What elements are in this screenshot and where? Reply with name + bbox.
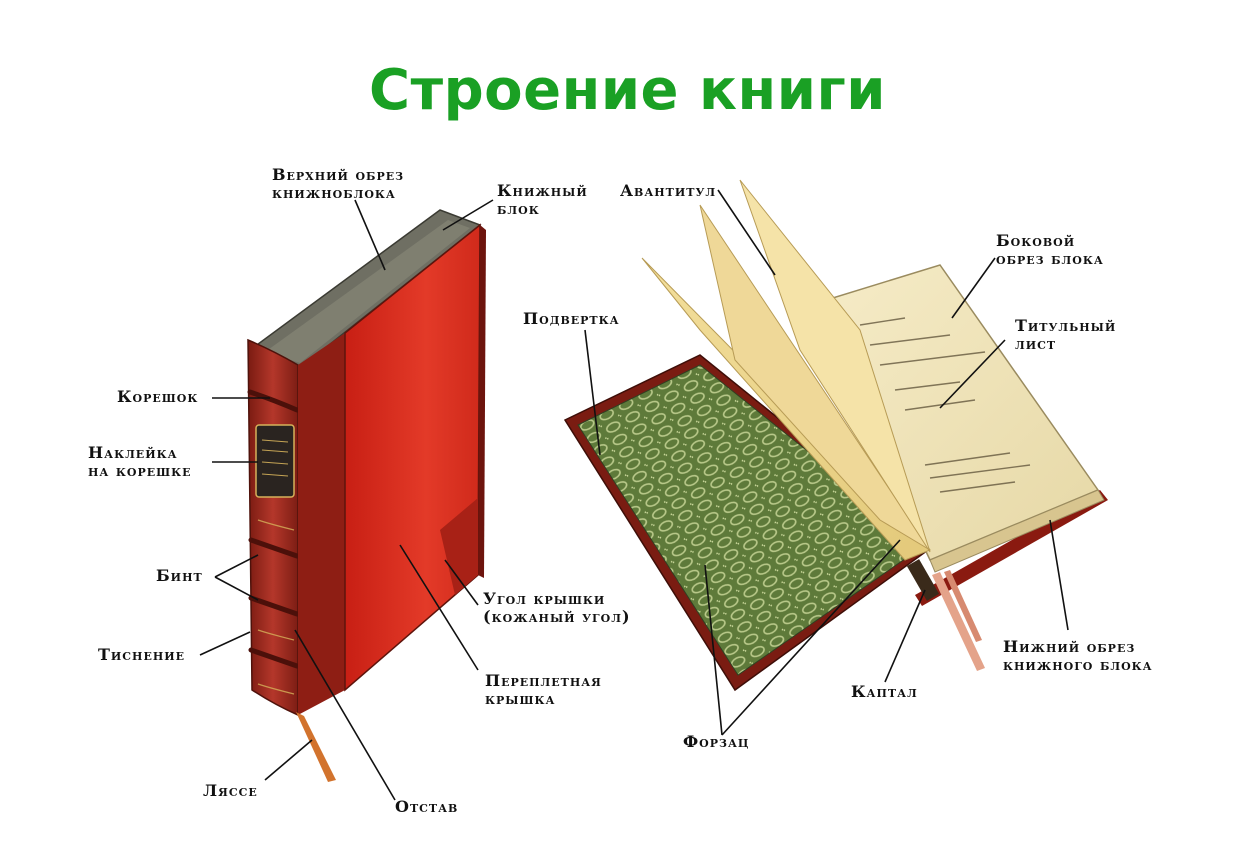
hinge-shape: [298, 333, 345, 715]
label-endpaper: Форзац: [683, 732, 750, 751]
label-turn-in: Подвертка: [523, 309, 620, 328]
right-ribbon-shape: [932, 572, 985, 671]
label-band: Бинт: [156, 566, 203, 585]
leaf-3-shape: [739, 179, 931, 553]
open-book: [563, 179, 1108, 692]
label-half-title: Авантитул: [620, 181, 717, 200]
diagram-title: Строение книги: [369, 58, 886, 123]
leaf-2-shape: [699, 204, 931, 551]
label-hinge: Отстав: [395, 797, 459, 816]
label-spine: Корешок: [117, 387, 199, 406]
ribbon-shape: [296, 712, 336, 782]
closed-book: [247, 209, 486, 782]
corner-shape: [440, 498, 478, 595]
spine-label-shape: [255, 424, 295, 498]
label-ribbon: Ляссе: [203, 781, 258, 800]
label-headband: Каптал: [851, 682, 918, 701]
label-embossing: Тиснение: [98, 645, 186, 664]
leader-lines: [199, 189, 1069, 801]
label-corner: Угол крышки(кожаный угол): [483, 589, 631, 626]
